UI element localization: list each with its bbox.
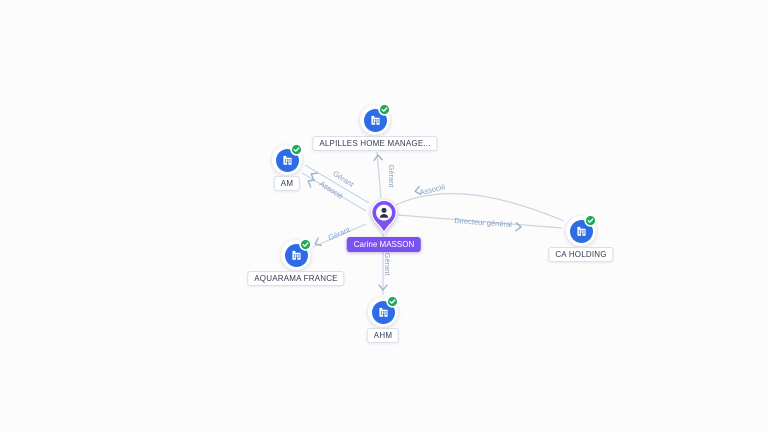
- edge-label: Directeur général: [454, 216, 512, 229]
- edge-arrow-icon: [373, 154, 383, 161]
- graph-edge-am: [304, 164, 370, 204]
- graph-edge-alpilles: [376, 151, 382, 199]
- verified-badge-icon: [584, 214, 597, 227]
- edge-arrow-icon: [378, 284, 388, 291]
- edge-arrow-icon: [310, 172, 319, 181]
- company-building-icon: [282, 155, 292, 165]
- graph-edge-aquarama: [312, 223, 367, 248]
- edge-arrow-icon: [307, 179, 316, 188]
- verified-badge-icon: [386, 295, 399, 308]
- verified-badge-icon: [299, 238, 312, 251]
- edge-arrow-icon: [414, 185, 422, 196]
- company-label[interactable]: AHM: [366, 328, 400, 343]
- company-label[interactable]: AQUARAMA FRANCE: [247, 271, 345, 286]
- company-building-icon: [576, 226, 586, 236]
- company-label[interactable]: CA HOLDING: [548, 247, 614, 262]
- person-pin-icon: [371, 199, 397, 235]
- graph-edge-ca-holding: [395, 193, 565, 222]
- company-label[interactable]: AM: [273, 176, 301, 191]
- person-icon: [379, 207, 389, 218]
- edge-label: Gérant: [387, 165, 396, 189]
- edge-label: Gérant: [383, 253, 392, 277]
- verified-badge-icon: [378, 103, 391, 116]
- graph-edge-ca-holding: [397, 214, 563, 229]
- company-building-icon: [291, 250, 301, 260]
- edge-arrow-icon: [515, 222, 522, 232]
- verified-badge-icon: [290, 143, 303, 156]
- edge-arrow-icon: [314, 237, 323, 247]
- company-node-circle: [272, 145, 302, 175]
- person-label[interactable]: Carine MASSON: [346, 237, 422, 252]
- company-label[interactable]: ALPILLES HOME MANAGE...: [312, 136, 438, 151]
- company-building-icon: [378, 307, 388, 317]
- company-building-icon: [370, 115, 380, 125]
